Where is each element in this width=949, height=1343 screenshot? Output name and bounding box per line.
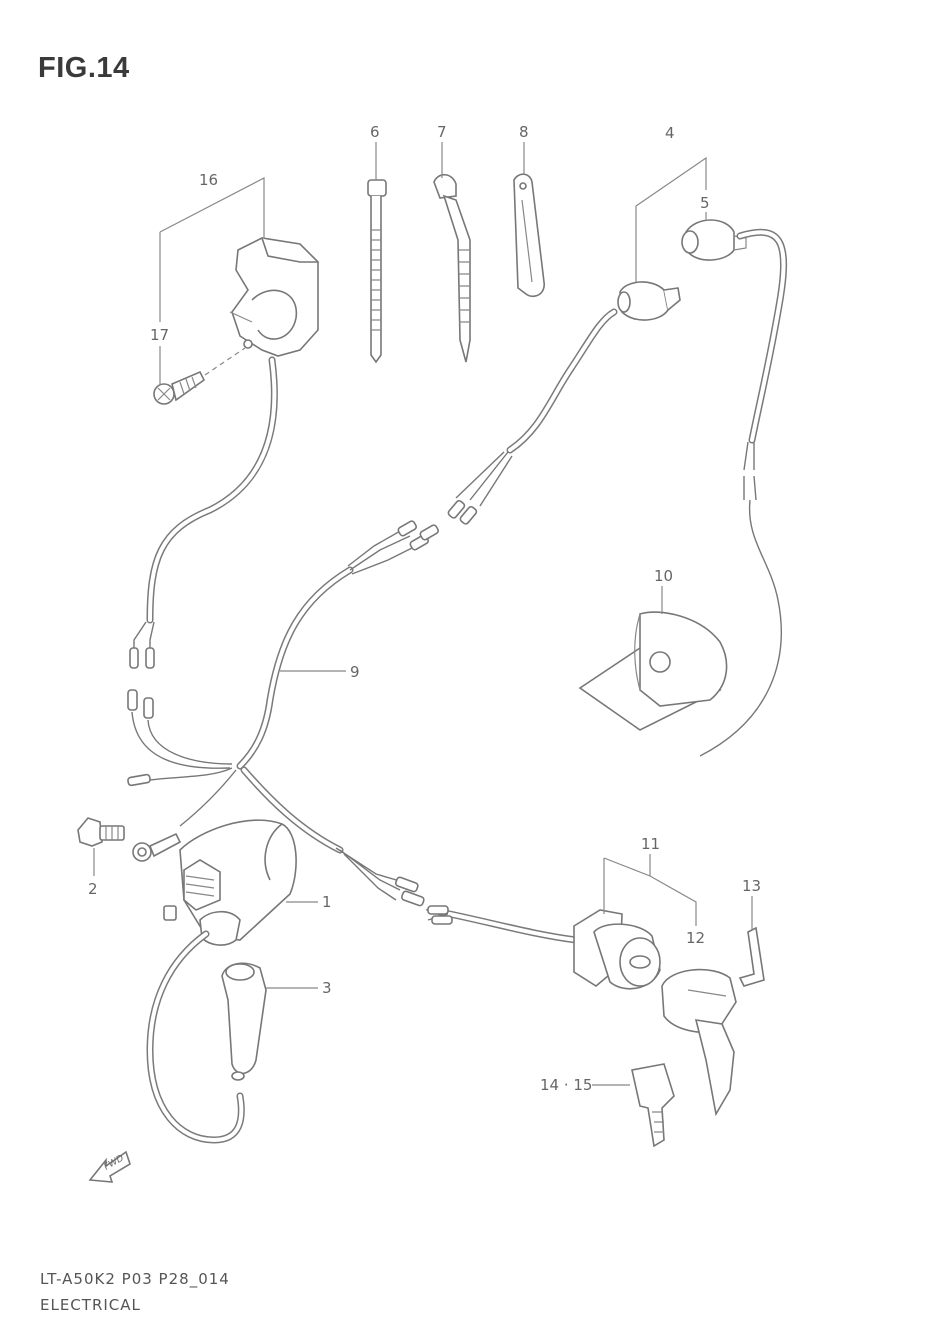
callout-11: 11 [641,835,660,853]
bracket-13 [738,926,765,987]
callout-4: 4 [665,124,675,142]
handlebar-switch-16 [229,237,319,357]
switch-cap-5 [681,219,747,261]
footer-code: LT-A50K2 P03 P28_014 [40,1270,230,1288]
callout-7: 7 [437,123,447,141]
clamp-8 [513,173,545,298]
footer-name: ELECTRICAL [40,1296,141,1314]
callout-6: 6 [370,123,380,141]
key-14-15 [631,1063,675,1148]
clamp-band-7 [433,173,471,363]
callout-labels: 16 17 6 7 8 4 5 10 9 11 13 12 1 3 2 14 ·… [88,123,761,1094]
callout-2: 2 [88,880,98,898]
callout-17: 17 [150,326,169,344]
callout-16: 16 [199,171,218,189]
screw-17 [153,347,246,405]
ignition-coil-1 [163,819,297,946]
callout-13: 13 [742,877,761,895]
key-cover-12 [661,968,737,1117]
fwd-arrow-icon: FWD [88,1150,131,1183]
callout-9: 9 [350,663,360,681]
callout-12: 12 [686,929,705,947]
callout-5: 5 [700,194,710,212]
callout-10: 10 [654,567,673,585]
cable-tie-6 [367,179,387,364]
callout-leaders [93,142,753,1086]
plug-cap-3 [221,962,267,1081]
figure-title: FIG.14 [38,52,130,84]
cover-10 [578,611,728,731]
callout-3: 3 [322,979,332,997]
callout-1: 1 [322,893,332,911]
ignition-switch-11 [573,909,661,990]
callout-14-15: 14 · 15 [540,1076,592,1094]
switch-assembly-4 [617,281,681,321]
callout-8: 8 [519,123,529,141]
bolt-2 [77,817,125,847]
